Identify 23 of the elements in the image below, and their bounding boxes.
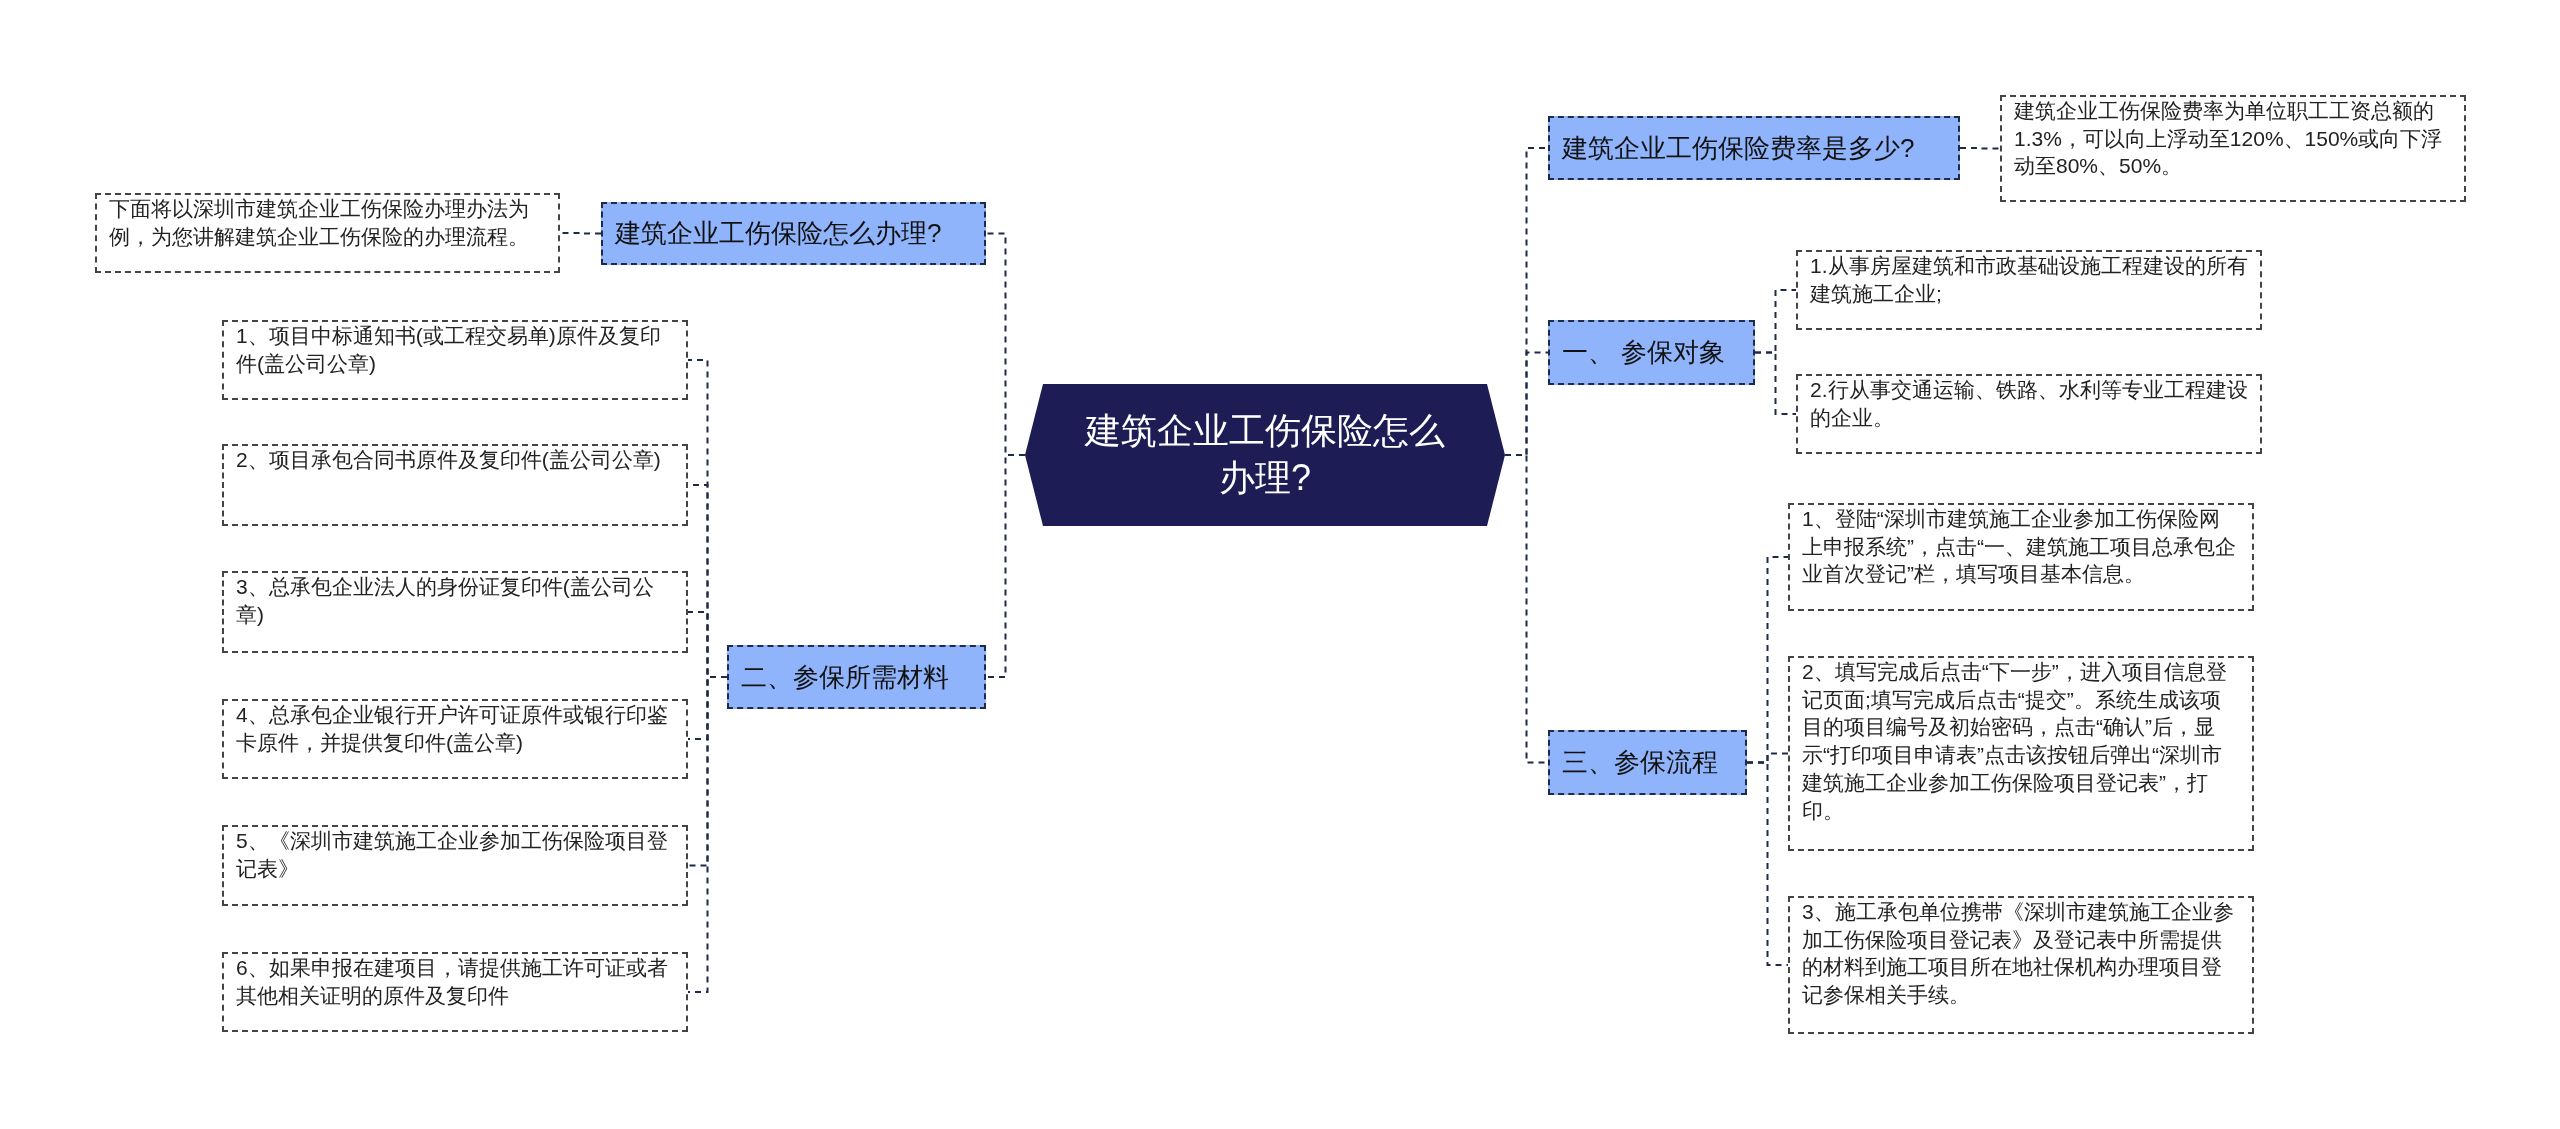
topic-box: 一、 参保对象: [1548, 320, 1755, 385]
detail-box: 下面将以深圳市建筑企业工伤保险办理办法为例，为您讲解建筑企业工伤保险的办理流程。: [95, 193, 560, 273]
detail-box: 6、如果申报在建项目，请提供施工许可证或者其他相关证明的原件及复印件: [222, 952, 688, 1032]
topic-box: 建筑企业工伤保险怎么办理?: [601, 202, 986, 265]
detail-box: 5、《深圳市建筑施工企业参加工伤保险项目登记表》: [222, 825, 688, 906]
connector: [985, 454, 1026, 678]
detail-box: 建筑企业工伤保险费率为单位职工工资总额的1.3%，可以向上浮动至120%、150%或向下浮动至80%、50%。: [2000, 95, 2466, 202]
detail-box: 1.从事房屋建筑和市政基础设施工程建设的所有建筑施工企业;: [1796, 250, 2262, 330]
central-topic: 建筑企业工伤保险怎么办理?: [1025, 384, 1505, 526]
detail-box: 1、项目中标通知书(或工程交易单)原件及复印件(盖公司公章): [222, 320, 688, 400]
topic-box: 建筑企业工伤保险费率是多少?: [1548, 116, 1960, 180]
detail-box: 2、填写完成后点击“下一步”，进入项目信息登记页面;填写完成后点击“提交”。系统生成该项目的项目编号及初始密码，点击“确认”后，显示“打印项目申请表”点击该按钮后弹出“深圳市建筑施工企业参加工伤保险项目登记表”，打印。: [1788, 656, 2254, 851]
connector: [1754, 351, 1797, 415]
connector: [1959, 147, 2001, 150]
detail-box: 2.行从事交通运输、铁路、水利等专业工程建设的企业。: [1796, 374, 2262, 454]
topic-box: 二、参保所需材料: [727, 645, 986, 709]
topic-box: 三、参保流程: [1548, 730, 1747, 795]
detail-box: 4、总承包企业银行开户许可证原件或银行印鉴卡原件，并提供复印件(盖公章): [222, 699, 688, 779]
connector: [1746, 761, 1789, 966]
detail-box: 2、项目承包合同书原件及复印件(盖公司公章): [222, 444, 688, 526]
detail-box: 3、施工承包单位携带《深圳市建筑施工企业参加工伤保险项目登记表》及登记表中所需提供的材料到施工项目所在地社保机构办理项目登记参保相关手续。: [1788, 896, 2254, 1034]
detail-box: 1、登陆“深圳市建筑施工企业参加工伤保险网上申报系统”，点击“一、建筑施工项目总承包企业首次登记”栏，填写项目基本信息。: [1788, 503, 2254, 611]
detail-box: 3、总承包企业法人的身份证复印件(盖公司公章): [222, 571, 688, 653]
